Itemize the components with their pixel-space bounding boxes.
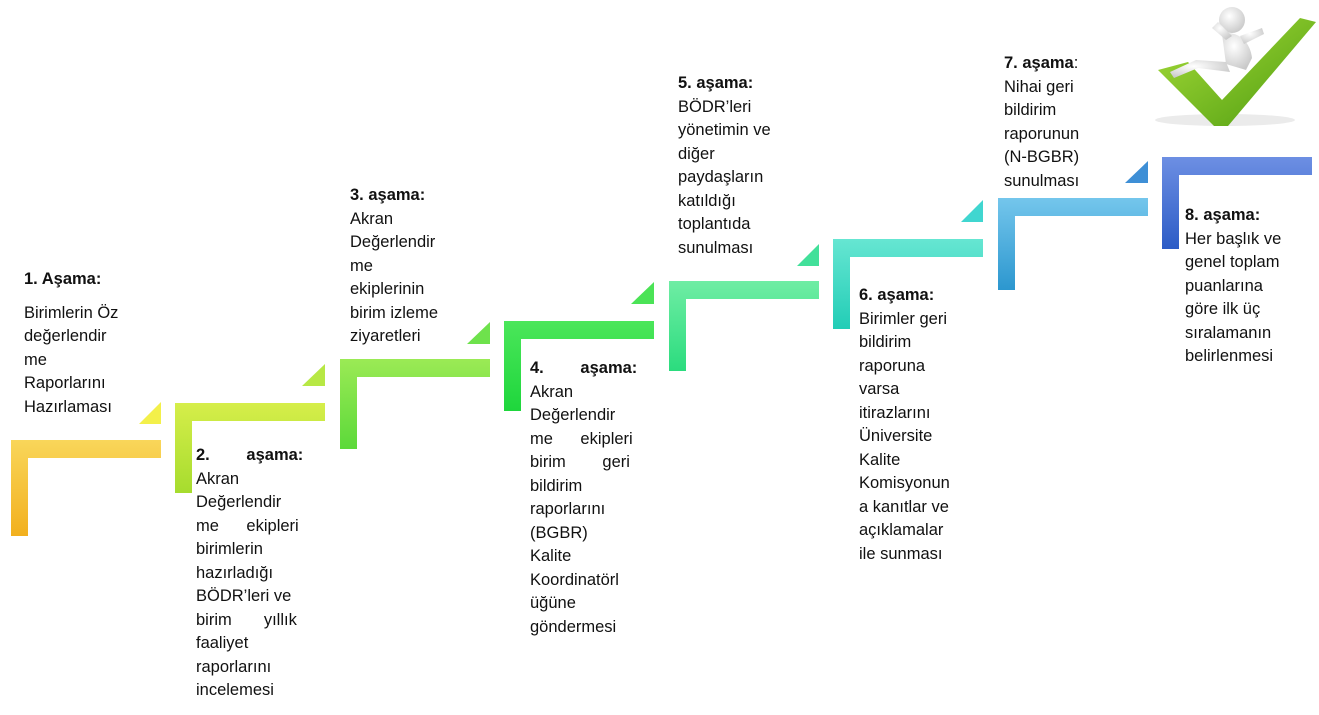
step-6-description: Birimler geri bildirim raporuna varsa it… [859,309,950,563]
step-7-description: Nihai geri bildirim raporunun (N-BGBR) s… [1004,77,1080,190]
step-bracket-1 [11,402,161,536]
step-3-text: 3. aşama: Akran Değerlendir me ekiplerin… [350,184,480,349]
step-5-title: 5. aşama: [678,74,754,92]
step-4-title: 4. aşama: [530,359,638,377]
step-4-text: 4. aşama: Akran Değerlendir me ekipleri … [530,357,654,639]
step-1-title: 1. Aşama: [24,270,102,288]
step-8-text: 8. aşama: Her başlık ve genel toplam pua… [1185,204,1313,369]
step-7-title: 7. aşama: [1004,54,1079,72]
step-1-text: 1. Aşama: Birimlerin Öz değerlendir me R… [24,268,154,419]
step-6-title: 6. aşama: [859,286,935,304]
step-8-description: Her başlık ve genel toplam puanlarına gö… [1185,229,1282,366]
step-8-title: 8. aşama: [1185,206,1261,224]
step-bracket-5 [669,244,819,371]
step-5-text: 5. aşama: BÖDR’leri yönetimin ve diğer p… [678,72,808,260]
step-bracket-7 [998,161,1148,290]
step-bracket-8 [1162,157,1312,249]
step-1-description: Birimlerin Öz değerlendir me Raporlarını… [24,303,119,416]
step-5-description: BÖDR’leri yönetimin ve diğer paydaşların… [678,97,771,257]
step-2-description: Akran Değerlendir me ekipleri birimlerin… [196,469,299,700]
relaxing-figure-checkmark-icon [1155,7,1316,126]
step-bracket-2 [175,364,325,493]
step-4-description: Akran Değerlendir me ekipleri birim geri… [530,382,633,636]
step-7-text: 7. aşama: Nihai geri bildirim raporunun … [1004,52,1128,193]
step-3-description: Akran Değerlendir me ekiplerinin birim i… [350,209,439,346]
step-2-text: 2. aşama: Akran Değerlendir me ekipleri … [196,444,318,703]
step-2-title: 2. aşama: [196,446,304,464]
step-bracket-6 [833,200,983,329]
step-3-title: 3. aşama: [350,186,426,204]
step-bracket-3 [340,322,490,449]
step-6-text: 6. aşama: Birimler geri bildirim raporun… [859,284,983,566]
step-bracket-4 [504,282,654,411]
